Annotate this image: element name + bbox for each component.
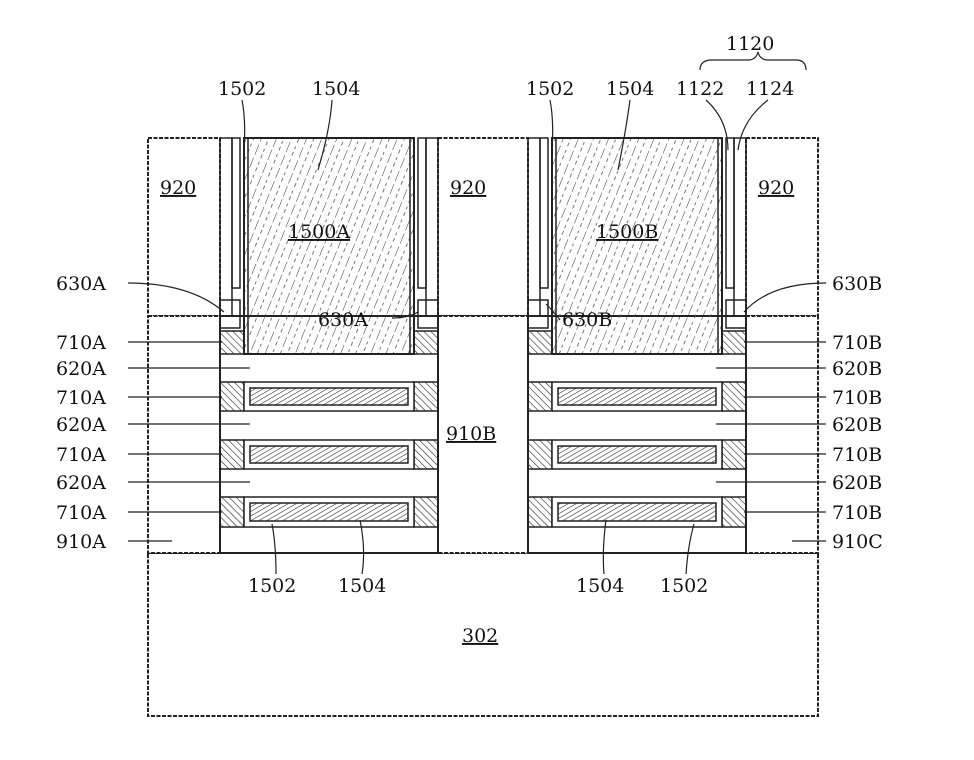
brace-1120 bbox=[699, 51, 807, 71]
label-right-1: 710B bbox=[832, 332, 882, 354]
label-1504-bottom-a: 1504 bbox=[338, 575, 386, 597]
label-left-4: 620A bbox=[56, 414, 106, 436]
label-right-6: 620B bbox=[832, 472, 882, 494]
dielectric-920-left bbox=[147, 137, 221, 317]
substrate-302 bbox=[147, 552, 819, 717]
label-1500a: 1500A bbox=[288, 221, 350, 243]
label-right-4: 620B bbox=[832, 414, 882, 436]
label-left-7: 710A bbox=[56, 502, 106, 524]
label-1500b: 1500B bbox=[596, 221, 658, 243]
label-630a-inner: 630A bbox=[318, 309, 368, 331]
label-1120: 1120 bbox=[726, 33, 774, 55]
isolation-910c bbox=[745, 315, 819, 554]
label-920-right: 920 bbox=[758, 177, 794, 199]
label-left-2: 620A bbox=[56, 358, 106, 380]
label-630b-inner: 630B bbox=[562, 309, 612, 331]
label-1502-bottom-a: 1502 bbox=[248, 575, 296, 597]
label-1504-top-b: 1504 bbox=[606, 78, 654, 100]
label-right-5: 710B bbox=[832, 444, 882, 466]
dielectric-920-right bbox=[745, 137, 819, 317]
label-302: 302 bbox=[462, 625, 498, 647]
label-left-1: 710A bbox=[56, 332, 106, 354]
label-1502-top-b: 1502 bbox=[526, 78, 574, 100]
label-1122: 1122 bbox=[676, 78, 724, 100]
dielectric-920-mid bbox=[437, 137, 529, 317]
label-920-mid: 920 bbox=[450, 177, 486, 199]
label-right-8: 910C bbox=[832, 531, 883, 553]
label-left-5: 710A bbox=[56, 444, 106, 466]
label-right-2: 620B bbox=[832, 358, 882, 380]
label-left-0: 630A bbox=[56, 273, 106, 295]
label-left-3: 710A bbox=[56, 387, 106, 409]
label-right-0: 630B bbox=[832, 273, 882, 295]
gate-1500a bbox=[243, 137, 415, 355]
gate-1500b bbox=[551, 137, 723, 355]
label-1124: 1124 bbox=[746, 78, 794, 100]
device-b bbox=[527, 137, 747, 554]
leader-lines bbox=[127, 99, 827, 575]
label-left-8: 910A bbox=[56, 531, 106, 553]
device-a bbox=[219, 137, 439, 554]
label-right-7: 710B bbox=[832, 502, 882, 524]
label-920-left: 920 bbox=[160, 177, 196, 199]
label-left-6: 620A bbox=[56, 472, 106, 494]
label-1504-top-a: 1504 bbox=[312, 78, 360, 100]
isolation-910b bbox=[437, 315, 529, 554]
label-1504-bottom-b: 1504 bbox=[576, 575, 624, 597]
label-right-3: 710B bbox=[832, 387, 882, 409]
label-1502-bottom-b: 1502 bbox=[660, 575, 708, 597]
label-1502-top-a: 1502 bbox=[218, 78, 266, 100]
label-910b: 910B bbox=[446, 423, 496, 445]
isolation-910a bbox=[147, 315, 221, 554]
